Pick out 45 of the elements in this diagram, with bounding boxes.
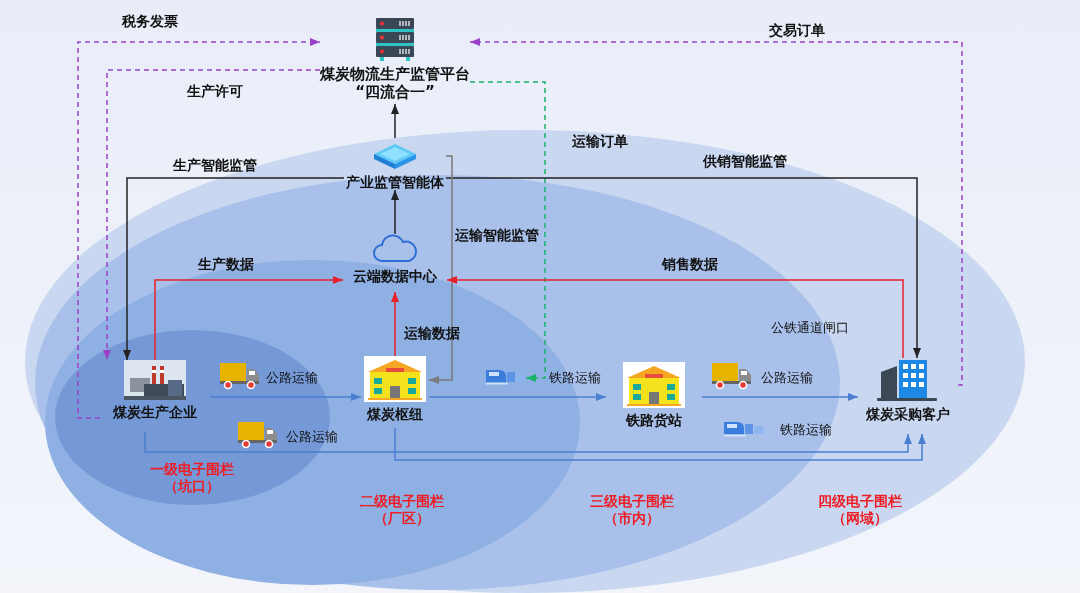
edge-label: 运输数据 bbox=[404, 325, 460, 343]
arrow bbox=[154, 276, 344, 361]
edge-label: 公路运输 bbox=[286, 428, 338, 446]
zone-label: 三级电子围栏（市内） bbox=[589, 493, 675, 527]
edge-label: 公路运输 bbox=[266, 369, 318, 387]
arrow bbox=[445, 177, 921, 359]
node-label: 煤炭生产企业 bbox=[113, 403, 197, 421]
arrow bbox=[144, 431, 912, 453]
arrow bbox=[77, 38, 321, 419]
node-label: 产业监管智能体 bbox=[346, 173, 444, 191]
arrow bbox=[394, 427, 926, 461]
arrow bbox=[123, 177, 345, 361]
edge-label: 运输智能监管 bbox=[455, 227, 539, 245]
arrow bbox=[446, 276, 904, 359]
edge-label: 供销智能监管 bbox=[703, 153, 787, 171]
arrow bbox=[428, 155, 453, 384]
node-label: 铁路货站 bbox=[626, 411, 682, 429]
node-label: 煤炭物流生产监管平台 bbox=[320, 65, 470, 83]
edge-label: 公路运输 bbox=[761, 369, 813, 387]
zone-label: 二级电子围栏（厂区） bbox=[359, 493, 445, 527]
arrow bbox=[103, 69, 321, 361]
note-label: 公铁通道闸口 bbox=[771, 319, 849, 337]
arrow bbox=[469, 81, 546, 382]
edge-label: 运输订单 bbox=[572, 133, 628, 151]
zone-label: 一级电子围栏（坑口） bbox=[149, 461, 235, 495]
edge-label: 生产数据 bbox=[198, 256, 254, 274]
edge-label: 铁路运输 bbox=[780, 421, 832, 439]
node-label: 煤炭枢纽 bbox=[367, 405, 423, 423]
zone-label: 四级电子围栏（网域） bbox=[817, 493, 903, 527]
arrow bbox=[428, 393, 607, 401]
arrow bbox=[701, 393, 859, 401]
edge-label: 生产智能监管 bbox=[173, 157, 257, 175]
arrow bbox=[209, 393, 362, 401]
edge-label: 铁路运输 bbox=[549, 369, 601, 387]
arrow bbox=[391, 291, 399, 357]
edge-label: 生产许可 bbox=[187, 83, 243, 101]
edge-label: 交易订单 bbox=[769, 22, 825, 40]
arrow bbox=[469, 38, 963, 386]
edge-label: 税务发票 bbox=[122, 13, 178, 31]
arrow bbox=[391, 189, 399, 235]
edge-label: 销售数据 bbox=[662, 256, 718, 274]
arrow bbox=[391, 103, 399, 139]
node-label: 云端数据中心 bbox=[353, 267, 437, 285]
node-label: 煤炭采购客户 bbox=[866, 405, 950, 423]
node-label: “四流合一” bbox=[355, 83, 435, 101]
